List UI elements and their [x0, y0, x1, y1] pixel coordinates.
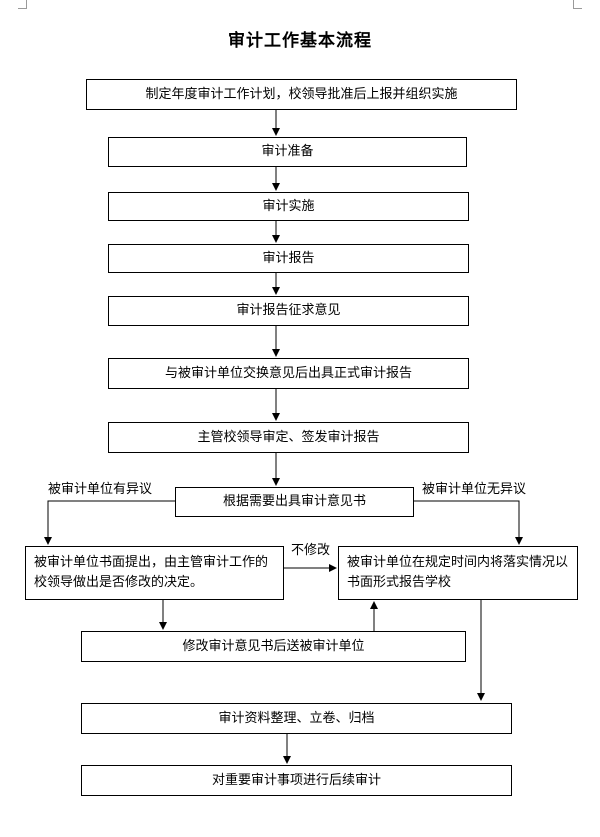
label-no-objection: 被审计单位无异议 — [422, 482, 527, 497]
page-corner-mark-left — [18, 0, 27, 9]
arrow-opinion-to-objection — [44, 500, 175, 545]
page-corner-mark-right — [573, 0, 582, 9]
step-approve: 主管校领导审定、签发审计报告 — [108, 422, 469, 453]
label-has-objection: 被审计单位有异议 — [48, 482, 153, 497]
step-implement-report: 被审计单位在规定时间内将落实情况以书面形式报告学校 — [338, 546, 578, 600]
step-archive: 审计资料整理、立卷、归档 — [81, 703, 512, 734]
step-solicit: 审计报告征求意见 — [108, 296, 469, 326]
step-prepare: 审计准备 — [108, 137, 467, 167]
step-opinion: 根据需要出具审计意见书 — [175, 487, 414, 517]
page-title: 审计工作基本流程 — [228, 31, 372, 51]
step-objection-submit: 被审计单位书面提出，由主管审计工作的校领导做出是否修改的决定。 — [25, 546, 284, 600]
step-exchange: 与被审计单位交换意见后出具正式审计报告 — [108, 358, 469, 389]
step-plan: 制定年度审计工作计划，校领导批准后上报并组织实施 — [86, 79, 517, 110]
arrow-opinion-to-implement-report — [414, 500, 523, 545]
step-revise: 修改审计意见书后送被审计单位 — [81, 631, 466, 662]
step-followup: 对重要审计事项进行后续审计 — [81, 765, 512, 796]
step-implement: 审计实施 — [108, 192, 469, 221]
step-report: 审计报告 — [108, 244, 469, 273]
label-no-change: 不修改 — [291, 543, 331, 558]
